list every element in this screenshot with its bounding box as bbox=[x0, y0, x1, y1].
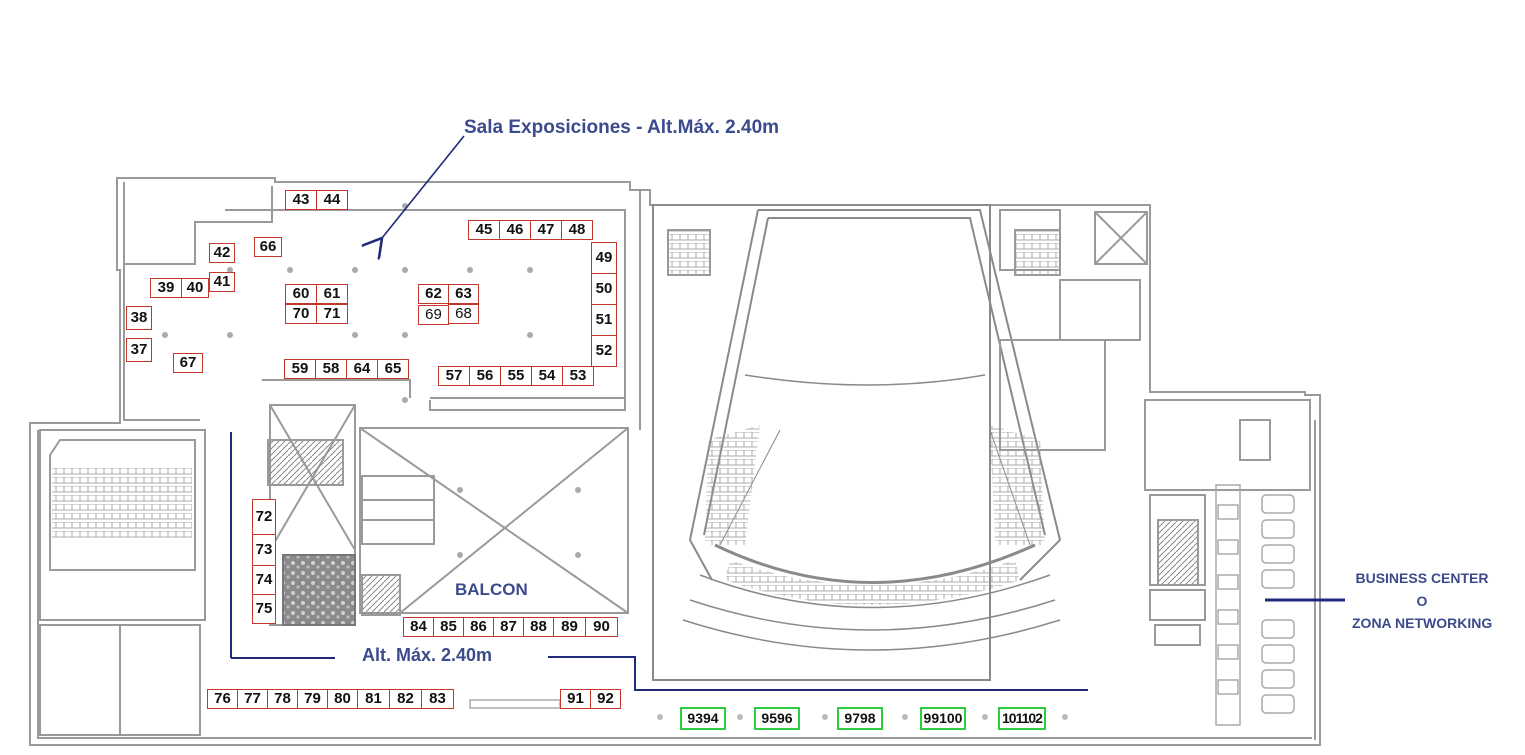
booth-39[interactable]: 39 bbox=[150, 278, 182, 298]
booth-89[interactable]: 89 bbox=[553, 617, 586, 637]
booth-74[interactable]: 74 bbox=[252, 565, 276, 595]
booth-76[interactable]: 76 bbox=[207, 689, 238, 709]
stair-core bbox=[267, 404, 401, 626]
booth-85[interactable]: 85 bbox=[433, 617, 464, 637]
booth-43[interactable]: 43 bbox=[285, 190, 317, 210]
booth-71[interactable]: 71 bbox=[316, 304, 348, 324]
sala-exposiciones-label: Sala Exposiciones - Alt.Máx. 2.40m bbox=[464, 117, 780, 138]
booth-95-96[interactable]: 9596 bbox=[754, 707, 800, 730]
booth-88[interactable]: 88 bbox=[523, 617, 554, 637]
booth-99-100[interactable]: 99100 bbox=[920, 707, 966, 730]
booth-70[interactable]: 70 bbox=[285, 304, 317, 324]
booth-63[interactable]: 63 bbox=[448, 284, 479, 304]
booth-101-102[interactable]: 101102 bbox=[998, 707, 1046, 730]
booth-91[interactable]: 91 bbox=[560, 689, 591, 709]
booth-59[interactable]: 59 bbox=[284, 359, 316, 379]
booth-57[interactable]: 57 bbox=[438, 366, 470, 386]
columns bbox=[162, 203, 581, 558]
booth-92[interactable]: 92 bbox=[590, 689, 621, 709]
building-outline bbox=[29, 177, 1321, 746]
exhibition-hall bbox=[123, 190, 641, 430]
booth-49[interactable]: 49 bbox=[591, 242, 617, 274]
booth-80[interactable]: 80 bbox=[327, 689, 358, 709]
booth-90[interactable]: 90 bbox=[585, 617, 618, 637]
booth-93-94[interactable]: 9394 bbox=[680, 707, 726, 730]
booth-62[interactable]: 62 bbox=[418, 284, 449, 304]
booth-56[interactable]: 56 bbox=[469, 366, 501, 386]
booth-75[interactable]: 75 bbox=[252, 594, 276, 624]
booth-79[interactable]: 79 bbox=[297, 689, 328, 709]
business-center-line: BUSINESS CENTER bbox=[1355, 570, 1489, 586]
booth-40[interactable]: 40 bbox=[181, 278, 209, 298]
booth-58[interactable]: 58 bbox=[315, 359, 347, 379]
booth-61[interactable]: 61 bbox=[316, 284, 348, 304]
booth-68[interactable]: 68 bbox=[448, 304, 479, 324]
bottom-corridor-dots bbox=[657, 714, 1068, 720]
booth-45[interactable]: 45 bbox=[468, 220, 500, 240]
business-center-line: ZONA NETWORKING bbox=[1352, 615, 1493, 631]
booth-72[interactable]: 72 bbox=[252, 499, 276, 535]
booth-41[interactable]: 41 bbox=[209, 272, 235, 292]
booth-60[interactable]: 60 bbox=[285, 284, 317, 304]
booth-42[interactable]: 42 bbox=[209, 243, 235, 263]
booth-73[interactable]: 73 bbox=[252, 534, 276, 566]
booth-97-98[interactable]: 9798 bbox=[837, 707, 883, 730]
booth-87[interactable]: 87 bbox=[493, 617, 524, 637]
booth-65[interactable]: 65 bbox=[377, 359, 409, 379]
bottom-counter bbox=[469, 699, 561, 709]
booth-66[interactable]: 66 bbox=[254, 237, 282, 257]
booth-38[interactable]: 38 bbox=[126, 306, 152, 330]
booth-46[interactable]: 46 bbox=[499, 220, 531, 240]
max-height-label: Alt. Máx. 2.40m bbox=[362, 645, 493, 665]
business-center-label: BUSINESS CENTER O ZONA NETWORKING bbox=[1352, 567, 1492, 635]
booth-53[interactable]: 53 bbox=[562, 366, 594, 386]
booth-37[interactable]: 37 bbox=[126, 338, 152, 362]
booth-50[interactable]: 50 bbox=[591, 273, 617, 305]
left-auditorium bbox=[39, 429, 206, 736]
booth-64[interactable]: 64 bbox=[346, 359, 378, 379]
booth-77[interactable]: 77 bbox=[237, 689, 268, 709]
booth-52[interactable]: 52 bbox=[591, 335, 617, 367]
theatre-seats bbox=[705, 425, 1045, 605]
booth-48[interactable]: 48 bbox=[561, 220, 593, 240]
booth-54[interactable]: 54 bbox=[531, 366, 563, 386]
booth-55[interactable]: 55 bbox=[500, 366, 532, 386]
sala-arrow bbox=[382, 135, 465, 238]
booth-67[interactable]: 67 bbox=[173, 353, 203, 373]
booth-82[interactable]: 82 bbox=[389, 689, 422, 709]
corridor-lines bbox=[230, 432, 1345, 691]
business-center-tables bbox=[1215, 484, 1295, 726]
booth-84[interactable]: 84 bbox=[403, 617, 434, 637]
business-center-line: O bbox=[1416, 592, 1428, 609]
booth-81[interactable]: 81 bbox=[357, 689, 390, 709]
booth-47[interactable]: 47 bbox=[530, 220, 562, 240]
booth-69[interactable]: 69 bbox=[418, 305, 449, 325]
booth-83[interactable]: 83 bbox=[421, 689, 454, 709]
booth-78[interactable]: 78 bbox=[267, 689, 298, 709]
booth-86[interactable]: 86 bbox=[463, 617, 494, 637]
balcony-area bbox=[359, 427, 629, 614]
right-service-rooms bbox=[667, 209, 1311, 646]
booth-44[interactable]: 44 bbox=[316, 190, 348, 210]
booth-51[interactable]: 51 bbox=[591, 304, 617, 336]
balcon-label: BALCON bbox=[455, 580, 528, 599]
